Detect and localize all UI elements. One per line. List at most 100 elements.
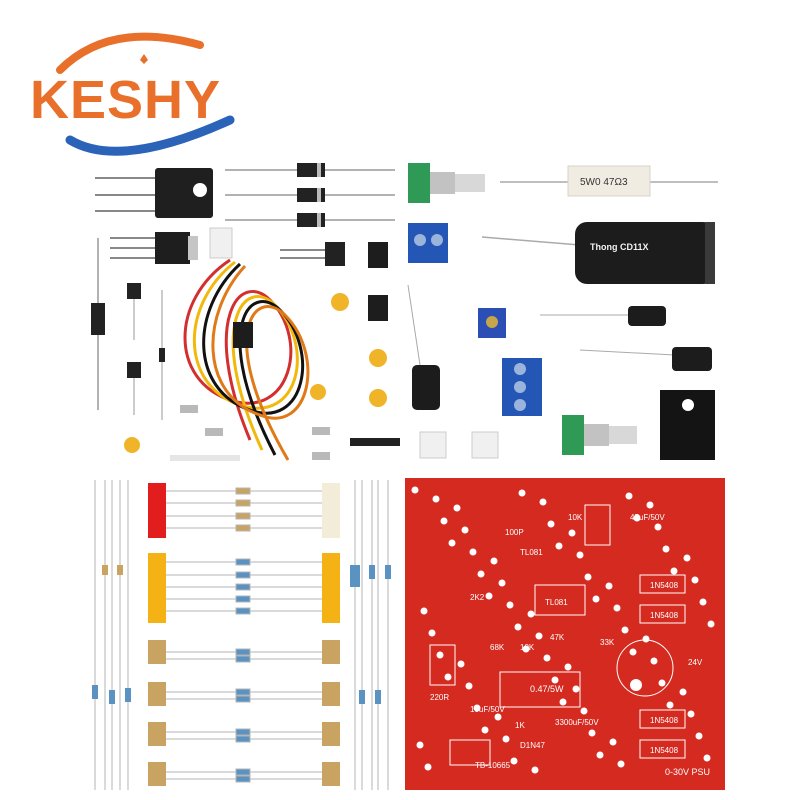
- pcb-pad: [428, 629, 436, 637]
- pcb-label-version: TB-10665: [475, 761, 511, 770]
- electrolytic-capacitor-icon-3: [579, 347, 712, 371]
- pcb-pad: [539, 498, 547, 506]
- resistor-body: [235, 583, 251, 591]
- pin-header-icon: [350, 438, 400, 446]
- resistor-body: [235, 607, 251, 615]
- resistor-body: [235, 655, 251, 663]
- pcb-pad: [547, 520, 555, 528]
- led-icon: [170, 455, 240, 461]
- pcb-label-220r: 220R: [430, 693, 449, 702]
- pcb-pad: [411, 486, 419, 494]
- resistor-body: [235, 728, 251, 736]
- electrolytic-capacitor-icon-1: [407, 284, 440, 410]
- pcb-pad: [444, 673, 452, 681]
- ic-chip-icon-1: [368, 242, 388, 268]
- pcb-pad: [679, 688, 687, 696]
- resistor-body: [235, 768, 251, 776]
- pcb-holes: [411, 486, 715, 774]
- regulator-icon: [110, 232, 198, 264]
- pcb-label-24v: 24V: [688, 658, 703, 667]
- resistor-body: [235, 688, 251, 696]
- ceramic-capacitor-icon-3: [310, 384, 326, 400]
- pcb-pad: [625, 492, 633, 500]
- pcb-pad: [568, 529, 576, 537]
- pcb-label-68k: 68K: [490, 643, 505, 652]
- screw-icon-4: [312, 452, 330, 460]
- pcb-pad: [633, 514, 641, 522]
- terminal-block-icon-1: [408, 223, 448, 263]
- pcb-pad: [457, 660, 465, 668]
- pcb-pad: [473, 704, 481, 712]
- resistor-body: [235, 499, 251, 507]
- pcb-pad: [498, 579, 506, 587]
- pcb-pad: [559, 698, 567, 706]
- screw-icon-1: [180, 405, 198, 413]
- jst-connector-icon: [209, 227, 233, 259]
- connector-housing-icon-1: [419, 431, 447, 459]
- pcb-pad: [465, 682, 473, 690]
- resistor-body: [235, 695, 251, 703]
- pcb-pad: [707, 620, 715, 628]
- brand-logo: KESHY: [30, 32, 235, 156]
- pcb-pad: [662, 545, 670, 553]
- pcb-label-2k2: 2K2: [470, 593, 485, 602]
- pcb-pad: [687, 710, 695, 718]
- power-resistor-label: 5W0 47Ω3: [580, 177, 628, 188]
- resistor-body: [235, 775, 251, 783]
- potentiometer-icon-2: [562, 415, 637, 455]
- pcb-pad: [527, 610, 535, 618]
- pcb-pad: [531, 766, 539, 774]
- small-diode-icon: [159, 290, 165, 420]
- pcb-pad: [424, 763, 432, 771]
- pcb-pad: [670, 567, 678, 575]
- pcb-label-10k-a: 10K: [568, 513, 583, 522]
- transistor-icon-1: [280, 242, 345, 266]
- pcb-pad: [506, 601, 514, 609]
- pcb-pad: [691, 576, 699, 584]
- pcb-pad: [584, 573, 592, 581]
- resistor-tape-strip: [148, 483, 340, 786]
- pcb-pad: [683, 554, 691, 562]
- pcb-pad: [494, 713, 502, 721]
- pcb-label-10k-b: 10K: [520, 643, 535, 652]
- pcb-label-100p: 100P: [505, 528, 524, 537]
- ceramic-capacitor-icon-1: [331, 293, 349, 311]
- pcb-pad: [629, 648, 637, 656]
- pcb-pad: [535, 632, 543, 640]
- pcb-pad: [502, 735, 510, 743]
- brand-name: KESHY: [30, 70, 221, 130]
- terminal-block-icon-2: [502, 358, 542, 416]
- pcb-pad: [481, 726, 489, 734]
- pcb-label-cap-main: 3300uF/50V: [555, 718, 599, 727]
- resistor-body: [235, 648, 251, 656]
- pcb-pad: [642, 635, 650, 643]
- resistor-body: [235, 571, 251, 579]
- resistor-body: [235, 558, 251, 566]
- power-transistor-icon: [95, 168, 213, 218]
- pcb-pad: [572, 685, 580, 693]
- pcb-label-cap-filter: 10uF/50V: [470, 705, 505, 714]
- ceramic-capacitor-icon-4: [369, 389, 387, 407]
- pcb-pad: [695, 732, 703, 740]
- resistor-body: [235, 524, 251, 532]
- connector-housing-icon-2: [471, 431, 499, 459]
- diode-icon-3: [225, 213, 395, 227]
- vertical-resistors: [92, 480, 391, 790]
- pcb-pad: [416, 741, 424, 749]
- pcb-pad: [420, 607, 428, 615]
- ceramic-capacitor-icon-2: [369, 349, 387, 367]
- diode-icon-2: [225, 188, 395, 202]
- pcb-pad: [440, 517, 448, 525]
- pcb-label-res-shunt: 0.47/5W: [530, 684, 564, 694]
- pcb-pad: [543, 654, 551, 662]
- ic-chip-icon-3: [233, 322, 253, 348]
- pcb-pad: [555, 542, 563, 550]
- ic-chip-icon-2: [368, 295, 388, 321]
- pcb-pad: [666, 701, 674, 709]
- pcb-pad: [469, 548, 477, 556]
- resistor-body: [235, 595, 251, 603]
- pcb-pad: [609, 738, 617, 746]
- pcb-label-47k: 47K: [550, 633, 565, 642]
- pcb-label-diode4: 1N5408: [650, 746, 679, 755]
